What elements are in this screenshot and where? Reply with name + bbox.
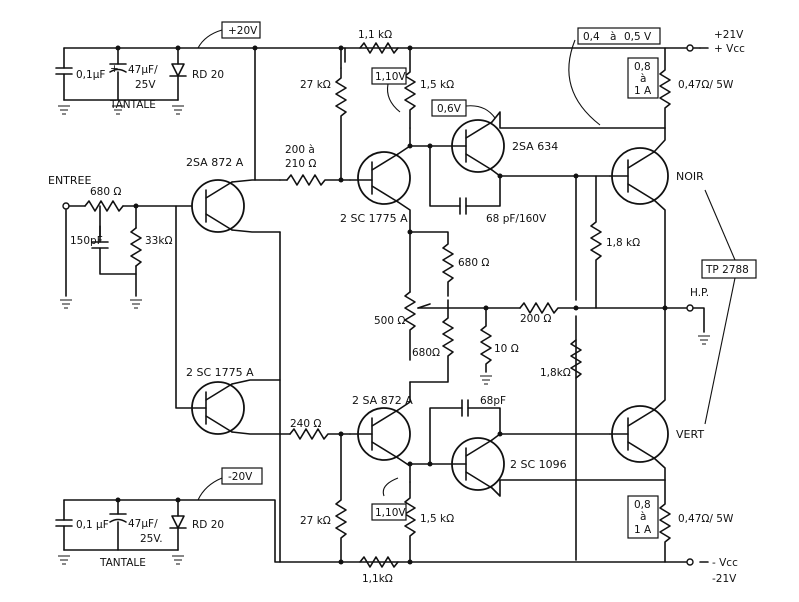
top-tantale-label: TANTALE — [109, 99, 156, 111]
q6-label: 2 SC 1096 — [510, 458, 567, 471]
r-680-top: 680 Ω — [458, 257, 489, 269]
r-240-label: 240 Ω — [290, 418, 321, 430]
transistor-q4: 2 SA 872 A — [349, 381, 413, 483]
bottom-zener-label: RD 20 — [192, 519, 224, 531]
bottom-c1-label: 0,1 μF — [76, 519, 109, 531]
r-1-5k-top: 1,5 kΩ — [420, 79, 454, 91]
c-68-bot-label: 68pF — [480, 395, 506, 407]
plus-20v-box: +20V — [197, 21, 261, 49]
plus-20v-label: +20V — [228, 25, 258, 37]
v-1-10-box-top: 1,10V — [371, 67, 407, 113]
input-label: ENTREE — [48, 174, 91, 187]
v-0-6-box: 0,6V — [431, 99, 496, 119]
neg-rail-label: -21V — [712, 573, 737, 585]
pos-rail-label: +21V — [714, 29, 744, 41]
q1-label: 2SA 872 A — [186, 156, 244, 169]
r-047-top: 0,47Ω/ 5W — [678, 79, 734, 91]
amp-box-bot: 0,8 à 1 A — [627, 495, 659, 539]
top-c1-label: 0,1μF — [76, 69, 105, 81]
r-680-bot: 680Ω — [412, 347, 440, 359]
tp2788-label: TP 2788 — [705, 264, 749, 276]
q3-label: 2 SC 1775 A — [186, 366, 254, 379]
transistor-q7-noir: NOIR — [609, 127, 704, 309]
r-1-8k-bot: 1,8kΩ — [540, 367, 571, 379]
bottom-c2-voltage: 25V. — [140, 533, 163, 545]
transistor-q1: 2SA 872 A — [186, 156, 281, 233]
bias-1: 0,4 — [583, 31, 600, 43]
bottom-filter: 0,1 μF 47μF/ 25V. RD 20 TANTALE — [55, 499, 224, 569]
plus-sign: + — [110, 63, 119, 75]
r-200a-line1: 200 à — [285, 144, 315, 156]
amp-top-3: 1 A — [634, 85, 652, 97]
top-filter: 0,1μF 47μF/ 25V RD 20 TANTALE + — [55, 47, 224, 115]
input-resistor-label: 680 Ω — [90, 186, 121, 198]
v-1-10-bot-label: 1,10V — [375, 507, 406, 519]
r-047-bot: 0,47Ω/ 5W — [678, 513, 734, 525]
minus-20v-label: -20V — [228, 471, 253, 483]
v-1-10-box-bot: 1,10V — [371, 477, 407, 521]
r-500-label: 500 Ω — [374, 315, 405, 327]
r-27k-top: 27 kΩ — [300, 79, 331, 91]
q5-label: 2SA 634 — [512, 140, 558, 153]
v-1-10-top-label: 1,10V — [375, 71, 406, 83]
minus-20v-box: -20V — [197, 467, 263, 501]
bottom-tantale-label: TANTALE — [99, 557, 146, 569]
top-c2-voltage: 25V — [135, 79, 156, 91]
positive-rail — [63, 44, 701, 52]
transistor-q3: 2 SC 1775 A — [186, 366, 291, 435]
top-c2-label: 47μF/ — [128, 64, 158, 76]
r-1-5k-bot: 1,5 kΩ — [420, 513, 454, 525]
amp-top-2: à — [640, 73, 646, 85]
bias-2: à — [610, 31, 616, 43]
q2-label: 2 SC 1775 A — [340, 212, 408, 225]
top-zener-label: RD 20 — [192, 69, 224, 81]
neg-vcc-label: - Vcc — [712, 557, 738, 569]
amp-box-top: 0,8 à 1 A — [627, 57, 659, 99]
shunt-resistor-label: 33kΩ — [145, 235, 172, 247]
shunt-cap-label: 150pF — [70, 235, 103, 247]
r-1-1k-bot: 1,1kΩ — [362, 573, 393, 585]
r-200a-line2: 210 Ω — [285, 158, 316, 170]
bias-box: 0,4 à 0,5 V — [568, 27, 661, 126]
c-68-top-label: 68 pF/160V — [486, 213, 547, 225]
tp2788-box: TP 2788 — [701, 189, 757, 425]
hp-label: H.P. — [690, 287, 709, 299]
input-stage: ENTREE 680 Ω 150pF 33kΩ — [48, 174, 213, 309]
amp-top-1: 0,8 — [634, 61, 651, 73]
transistor-q8-vert: VERT — [609, 307, 704, 481]
negative-rail — [63, 499, 694, 566]
bottom-c2-label: 47μF/ — [128, 518, 158, 530]
bias-3: 0,5 V — [624, 31, 652, 43]
r-10-label: 10 Ω — [494, 343, 519, 355]
transistor-q2: 2 SC 1775 A — [340, 127, 411, 233]
q7-label: NOIR — [676, 170, 704, 183]
q8-label: VERT — [676, 428, 704, 441]
amp-bot-1: 0,8 — [634, 499, 651, 511]
amp-bot-2: à — [640, 511, 646, 523]
amp-bot-3: 1 A — [634, 524, 652, 536]
pos-vcc-label: + Vcc — [714, 43, 745, 55]
v-0-6-label: 0,6V — [437, 103, 462, 115]
r-200-label: 200 Ω — [520, 313, 551, 325]
r-1-1k-top: 1,1 kΩ — [358, 29, 392, 41]
q4-label: 2 SA 872 A — [352, 394, 413, 407]
r-27k-bot: 27 kΩ — [300, 515, 331, 527]
r-1-8k-top: 1,8 kΩ — [606, 237, 640, 249]
